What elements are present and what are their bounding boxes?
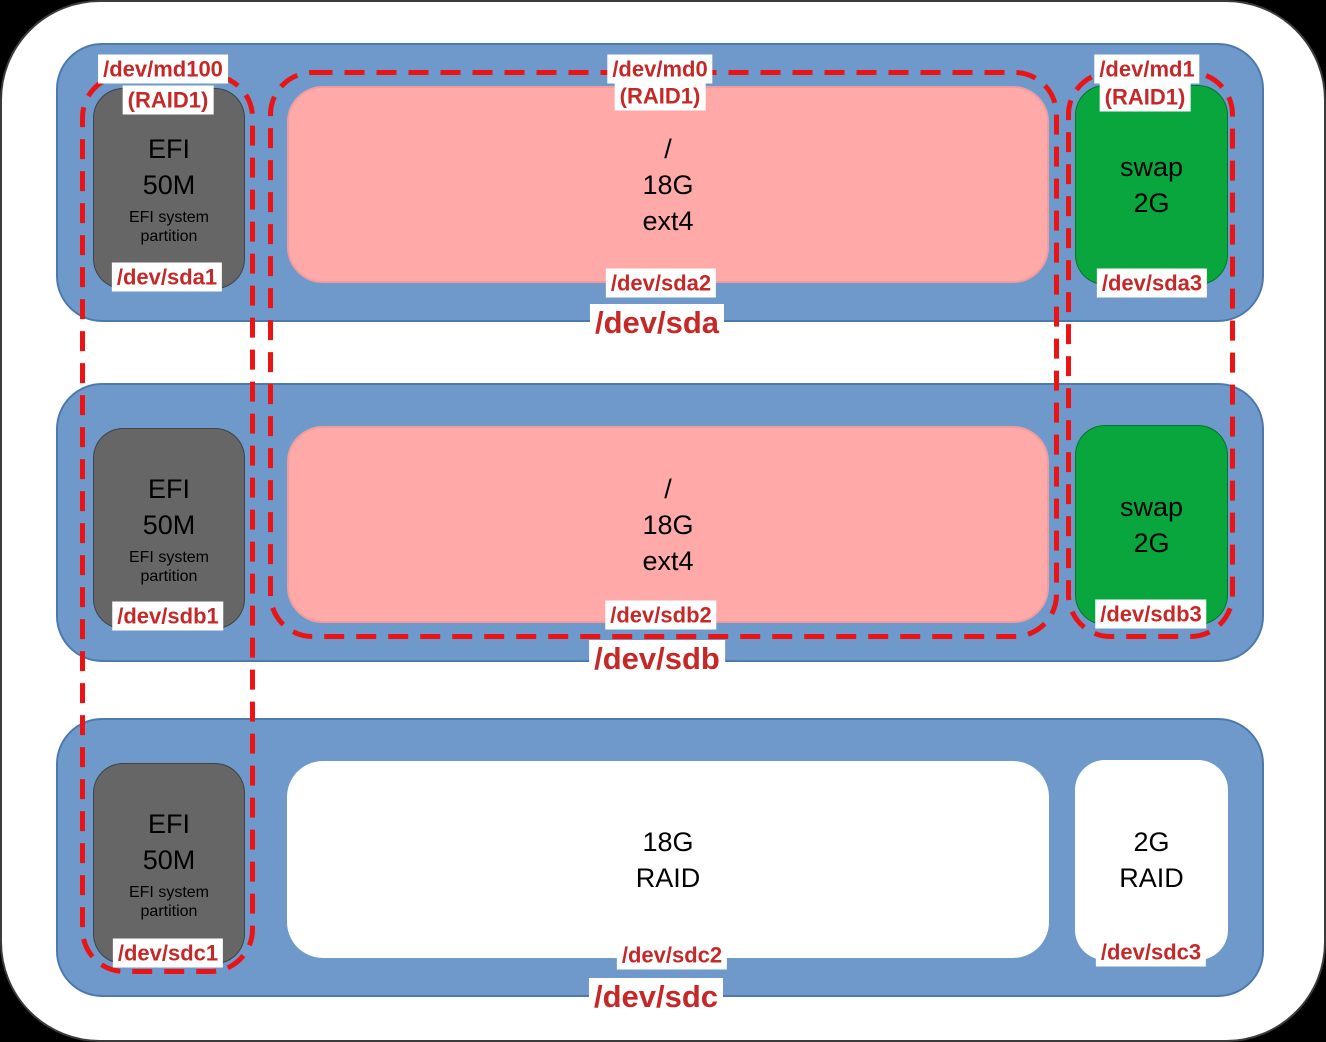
partition-sdb3-fs: swap	[1119, 492, 1184, 522]
partition-sdb2-fs: ext4	[642, 545, 694, 576]
partition-sda1-desc-line2: partition	[140, 228, 198, 245]
partition-sda3-size: 2G	[1133, 188, 1170, 218]
raid-type-md0: (RAID1)	[614, 81, 706, 111]
raid-type-md100: (RAID1)	[122, 85, 214, 115]
partition-sdb1: EFI 50M EFI system partition	[93, 428, 245, 629]
partition-sdb3-size: 2G	[1133, 528, 1170, 558]
partition-sdc2-type: RAID	[635, 862, 701, 893]
partition-sda2-fs: ext4	[642, 205, 694, 236]
label-sda3: /dev/sda3	[1096, 268, 1208, 298]
partition-sdc1: EFI 50M EFI system partition	[93, 763, 245, 964]
label-sdb3: /dev/sdb3	[1095, 599, 1207, 629]
partition-sda1-desc-line1: EFI system	[128, 209, 209, 226]
label-disk-sdb: /dev/sdb	[589, 640, 725, 678]
raid-type-md1: (RAID1)	[1099, 82, 1191, 112]
label-sdc3: /dev/sdc3	[1095, 937, 1207, 967]
label-disk-sda: /dev/sda	[589, 304, 725, 342]
partition-sdc1-size: 50M	[142, 845, 196, 875]
label-sda2: /dev/sda2	[605, 268, 717, 298]
label-sdc2: /dev/sdc2	[616, 940, 728, 970]
partition-sdb1-desc-line1: EFI system	[128, 549, 209, 566]
partition-sda1: EFI 50M EFI system partition	[93, 88, 245, 289]
partition-sdc2-size: 18G	[642, 826, 694, 857]
partition-sdb1-fs: EFI	[147, 474, 190, 504]
partition-sdb2-mount: /	[664, 473, 672, 504]
label-sdb2: /dev/sdb2	[605, 600, 717, 630]
raid-label-md100: /dev/md100	[98, 54, 228, 84]
partition-sdc3-type: RAID	[1119, 863, 1184, 893]
raid-label-md1: /dev/md1	[1094, 54, 1200, 84]
partition-sda1-fs: EFI	[147, 134, 190, 164]
partition-sdb3: swap 2G	[1075, 425, 1228, 625]
partition-sda2-mount: /	[664, 133, 672, 164]
partition-sda2: / 18G ext4	[287, 86, 1049, 283]
partition-sda3-fs: swap	[1119, 152, 1184, 182]
partition-sdc3: 2G RAID	[1075, 760, 1228, 960]
label-disk-sdc: /dev/sdc	[588, 978, 724, 1016]
raid-label-md0: /dev/md0	[607, 54, 713, 84]
partition-sda2-size: 18G	[642, 169, 694, 200]
partition-sda3: swap 2G	[1075, 85, 1228, 285]
partition-sdc1-desc-line1: EFI system	[128, 884, 209, 901]
partition-sdb1-size: 50M	[142, 510, 196, 540]
partition-sdb2: / 18G ext4	[287, 426, 1049, 623]
partition-sdb2-size: 18G	[642, 509, 694, 540]
partition-sdb1-desc-line2: partition	[140, 568, 198, 585]
partition-sdc1-desc-line2: partition	[140, 903, 198, 920]
partition-sdc3-size: 2G	[1133, 827, 1170, 857]
partition-sda1-size: 50M	[142, 170, 196, 200]
label-sda1: /dev/sda1	[111, 262, 223, 292]
partition-sdc1-fs: EFI	[147, 809, 190, 839]
label-sdc1: /dev/sdc1	[112, 938, 224, 968]
partition-sdc2: 18G RAID	[287, 761, 1049, 958]
label-sdb1: /dev/sdb1	[112, 601, 224, 631]
